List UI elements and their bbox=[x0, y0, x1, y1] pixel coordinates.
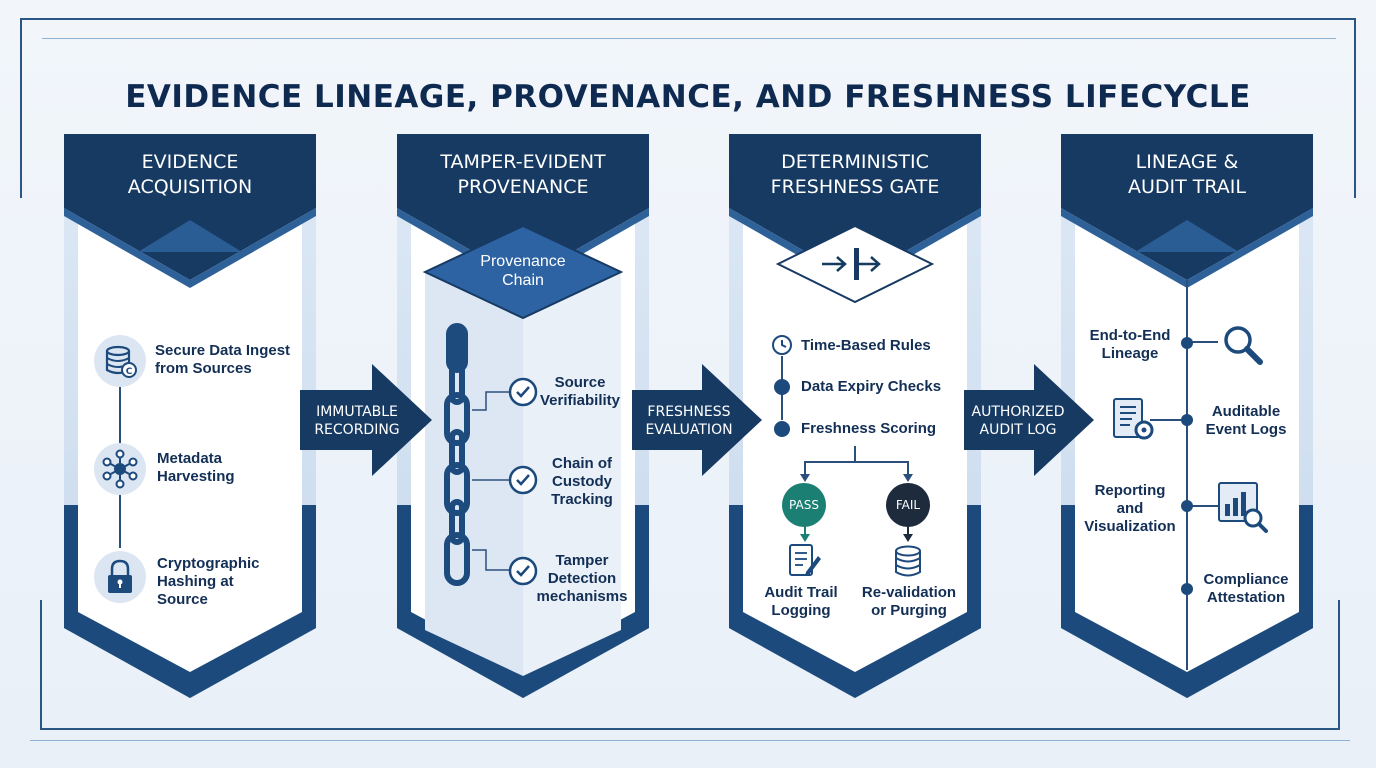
frame-outer-right bbox=[1354, 18, 1356, 198]
data-expiry-checks-label: Data Expiry Checks bbox=[801, 378, 942, 395]
clock-icon bbox=[771, 334, 793, 356]
frame-bottom bbox=[40, 728, 1340, 730]
connector-dot bbox=[1180, 582, 1194, 596]
frame-bottom-outer bbox=[30, 740, 1350, 741]
frame-inner-top bbox=[42, 38, 1336, 39]
check-circle-icon bbox=[508, 556, 538, 586]
column-1-shape bbox=[64, 134, 316, 698]
svg-text:C: C bbox=[126, 367, 133, 377]
arrow-shape-3 bbox=[964, 364, 1094, 476]
frame-bottom-left bbox=[40, 600, 42, 728]
frame-outer-top bbox=[20, 18, 1356, 20]
connector-dot bbox=[1180, 499, 1194, 513]
document-gear-icon bbox=[1110, 396, 1156, 444]
fail-badge: FAIL bbox=[886, 483, 930, 527]
document-pen-icon bbox=[786, 542, 822, 580]
connector-dot bbox=[1180, 336, 1194, 350]
check-circle-icon bbox=[508, 377, 538, 407]
column-4-title: LINEAGE &AUDIT TRAIL bbox=[1127, 151, 1246, 198]
time-based-rules-label: Time-Based Rules bbox=[801, 337, 931, 354]
chain-links bbox=[444, 323, 470, 586]
dot-icon bbox=[772, 419, 792, 439]
column-2-shape bbox=[397, 134, 649, 698]
freshness-scoring-label: Freshness Scoring bbox=[801, 420, 937, 437]
database-icon: C bbox=[93, 334, 147, 388]
database-stack-icon bbox=[892, 544, 924, 580]
pass-badge: PASS bbox=[782, 483, 826, 527]
padlock-icon bbox=[93, 550, 147, 604]
gate-arrow-icon bbox=[818, 246, 892, 282]
network-hub-icon bbox=[93, 442, 147, 496]
page-title: EVIDENCE LINEAGE, PROVENANCE, AND FRESHN… bbox=[125, 78, 1251, 115]
connector-dot bbox=[1180, 413, 1194, 427]
dot-icon bbox=[772, 377, 792, 397]
arrow-shape-2 bbox=[632, 364, 762, 476]
arrow-shape-1 bbox=[300, 364, 432, 476]
magnifier-icon bbox=[1220, 322, 1266, 368]
frame-outer-left bbox=[20, 18, 22, 198]
check-circle-icon bbox=[508, 465, 538, 495]
chart-magnifier-icon bbox=[1216, 480, 1270, 534]
frame-bottom-right bbox=[1338, 600, 1340, 728]
